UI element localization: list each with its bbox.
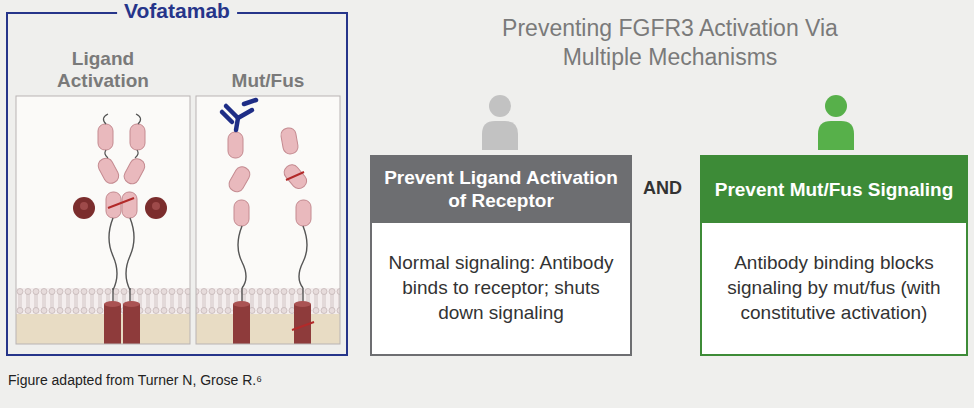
- mechanism-box: Prevent Ligand Activation of ReceptorNor…: [370, 155, 632, 356]
- figure-panel: Ligand Activation: [16, 28, 190, 344]
- box-text: Antibody binding blocks signaling by mut…: [714, 251, 954, 325]
- panel-heading: Mut/Fus: [232, 70, 305, 92]
- box-header: Prevent Ligand Activation of Receptor: [372, 157, 630, 223]
- mechanism-box: Prevent Mut/Fus SignalingAntibody bindin…: [700, 155, 968, 356]
- group-title: Vofatamab: [117, 0, 237, 23]
- connector-word: AND: [643, 178, 682, 199]
- group-frame: VofatamabLigand ActivationMut/Fus: [6, 12, 348, 356]
- box-header: Prevent Mut/Fus Signaling: [702, 157, 966, 223]
- box-body: Antibody binding blocks signaling by mut…: [702, 223, 966, 354]
- figure-panel: Mut/Fus: [196, 28, 340, 344]
- box-body: Normal signaling: Antibody binds to rece…: [372, 223, 630, 354]
- box-heading: Prevent Mut/Fus Signaling: [715, 179, 954, 202]
- figure-caption: Figure adapted from Turner N, Grose R.⁶: [8, 372, 262, 388]
- box-text: Normal signaling: Antibody binds to rece…: [384, 251, 618, 325]
- panel-heading-area: Mut/Fus: [196, 28, 340, 92]
- slide-title: Preventing FGFR3 Activation Via Multiple…: [500, 14, 840, 72]
- panel-heading: Ligand Activation: [38, 48, 168, 92]
- panel-heading-area: Ligand Activation: [16, 28, 190, 92]
- box-heading: Prevent Ligand Activation of Receptor: [382, 167, 620, 213]
